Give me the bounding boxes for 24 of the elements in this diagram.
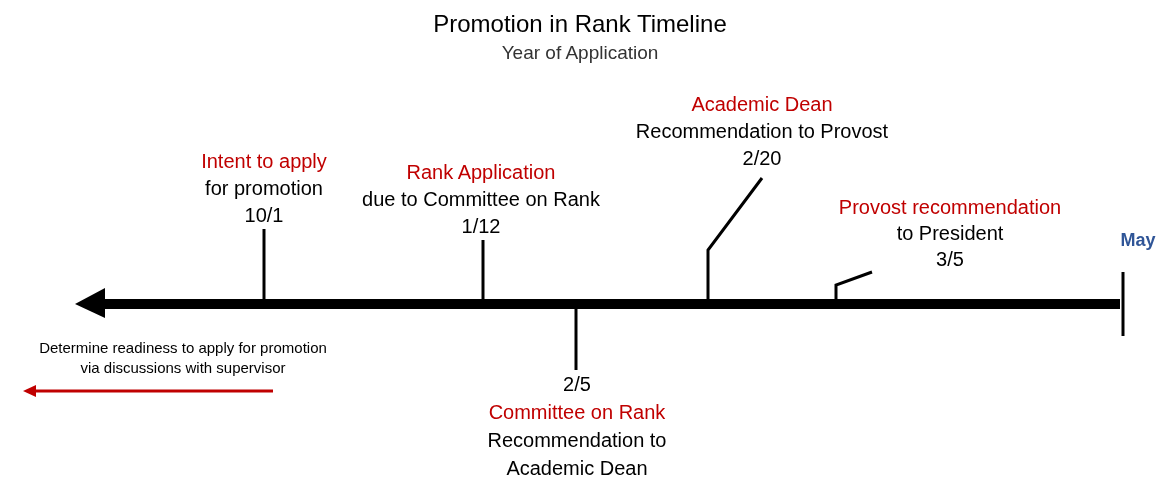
event-text: to President	[896, 221, 1004, 246]
leader-line	[481, 240, 485, 299]
event-text: 1/12	[461, 214, 501, 239]
subtitle: Year of Application	[500, 42, 660, 64]
event-text: due to Committee on Rank	[362, 187, 600, 212]
event-heading: Provost recommendation	[838, 195, 1062, 220]
leader-line	[706, 177, 764, 299]
event-text: Recommendation to Academic Dean	[486, 428, 668, 479]
event-heading: Committee on Rank	[488, 400, 666, 425]
event-text: 2/5	[563, 372, 591, 397]
event-heading: Academic Dean	[691, 92, 833, 117]
title: Promotion in Rank Timeline	[432, 10, 728, 38]
event-heading: Intent to apply	[201, 149, 327, 174]
leader-line	[262, 229, 266, 299]
event-text: for promotion	[205, 176, 323, 201]
leader-line	[834, 270, 873, 299]
leader-line	[574, 309, 578, 370]
event-text: Recommendation to Provost	[635, 119, 889, 144]
end-month: May	[1119, 230, 1157, 250]
event-text: 2/20	[742, 146, 782, 171]
event-heading: Rank Application	[406, 160, 556, 185]
note-text: Determine readiness to apply for promotion via discussions with supervisor	[38, 338, 328, 378]
event-text: 3/5	[936, 247, 964, 272]
event-text: 10/1	[244, 203, 284, 228]
